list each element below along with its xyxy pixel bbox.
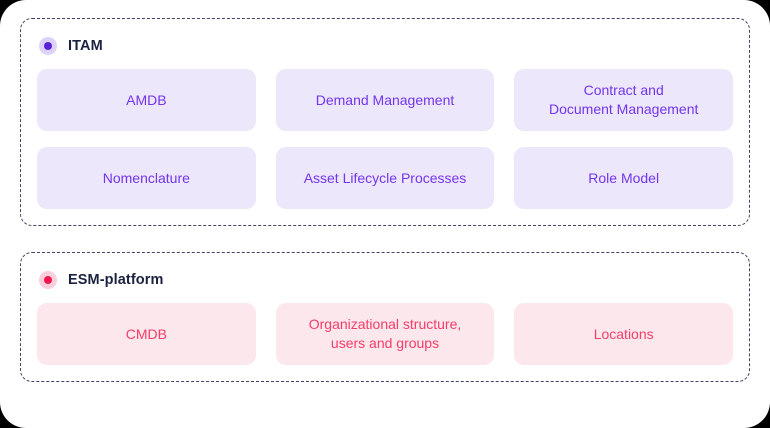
- status-dot-icon: [39, 37, 57, 55]
- card-demand-management[interactable]: Demand Management: [275, 69, 495, 131]
- card-cmdb[interactable]: CMDB: [37, 303, 256, 365]
- card-organizational-structure-users-and-groups[interactable]: Organizational structure, users and grou…: [275, 303, 495, 365]
- group-esm-platform-row-1: CMDB Organizational structure, users and…: [37, 303, 734, 365]
- card-asset-lifecycle-processes[interactable]: Asset Lifecycle Processes: [275, 147, 495, 209]
- card-nomenclature[interactable]: Nomenclature: [37, 147, 256, 209]
- card-amdb[interactable]: AMDB: [37, 69, 256, 131]
- card-contract-and-document-management[interactable]: Contract and Document Management: [514, 69, 734, 131]
- group-itam-row-2: Nomenclature Asset Lifecycle Processes R…: [37, 147, 734, 209]
- group-itam-row-1: AMDB Demand Management Contract and Docu…: [37, 69, 734, 131]
- status-dot-icon: [39, 271, 57, 289]
- card-locations[interactable]: Locations: [514, 303, 734, 365]
- card-role-model[interactable]: Role Model: [514, 147, 734, 209]
- group-itam-header: ITAM: [39, 35, 733, 57]
- group-esm-platform: ESM-platform CMDB Organizational structu…: [20, 252, 750, 382]
- group-itam: ITAM AMDB Demand Management Contract and…: [20, 18, 750, 226]
- group-itam-title: ITAM: [68, 38, 103, 54]
- group-esm-platform-title: ESM-platform: [68, 272, 164, 288]
- group-esm-platform-header: ESM-platform: [39, 269, 733, 291]
